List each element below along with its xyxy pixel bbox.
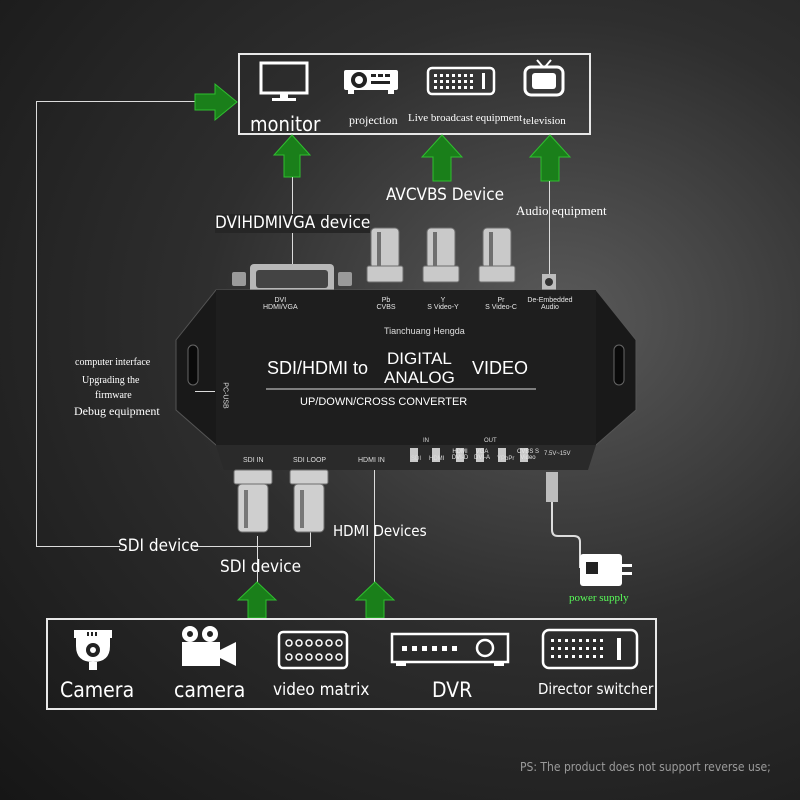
sdi-in-label: SDI IN: [243, 457, 264, 464]
port-pr-sub-text: S Video-C: [485, 304, 517, 312]
port-pb-text: Pb: [381, 297, 391, 304]
port-audio-text: De-Embedded: [527, 297, 573, 304]
arrow-up-hdmi-icon: [354, 581, 396, 619]
dome-camera-icon: [74, 630, 112, 670]
sw-hdmi-label: HDMI: [429, 456, 445, 462]
pc-usb-line: [195, 391, 215, 392]
pc-usb-label: PC-USB: [221, 382, 229, 409]
sw-vga-label: VGA DVI-A: [473, 449, 490, 462]
power-rating-label: 7.5V~15V: [544, 451, 571, 457]
hdmi-devices-label: HDMI Devices: [333, 522, 427, 540]
sw-hdmi-dvid-label: HDMI DVI-D: [451, 449, 469, 462]
video-matrix-label: video matrix: [273, 680, 370, 700]
avcvbs-device-label: AVCVBS Device: [386, 185, 505, 205]
computer-interface-label: computer interface: [75, 357, 151, 368]
hdmi-in-line: [374, 470, 375, 582]
arrow-up-monitor-icon: [272, 134, 312, 178]
sdi-device-left-label: SDI device: [118, 536, 200, 556]
title-mid-bottom: ANALOG: [384, 368, 455, 387]
video-camera-icon: [182, 626, 236, 666]
audio-connector-line: [549, 181, 550, 276]
in-label: IN: [423, 438, 429, 444]
title-mid-top: DIGITAL: [387, 349, 452, 368]
sdi-loop-line-top: [36, 101, 200, 102]
camera2-label: camera: [174, 678, 246, 702]
arrow-up-audio-icon: [528, 134, 572, 182]
title-right: VIDEO: [472, 358, 529, 378]
sdi-device-bottom-label: SDI device: [220, 557, 302, 577]
projector-icon: [344, 70, 398, 94]
port-dvi-sub-text: HDMI/VGA: [263, 304, 298, 312]
director-switcher-label: Director switcher: [538, 680, 654, 698]
audio-equipment-label: Audio equipment: [516, 203, 607, 218]
output-devices-box: [238, 53, 591, 135]
sdi-loop-line-bottom: [36, 546, 120, 547]
video-matrix-icon: [277, 630, 349, 670]
port-pr-text: Pr: [497, 297, 505, 304]
sdi-in-line: [257, 536, 258, 582]
sdi-loop-riser: [310, 528, 311, 547]
dvi-device-label: DVIHDMIVGA device: [215, 213, 371, 233]
power-supply-icon: [546, 472, 632, 586]
port-pb-sub-text: CVBS: [376, 304, 396, 312]
debug-equipment-label: Debug equipment: [74, 404, 160, 418]
converter-body: [175, 289, 637, 470]
dvi-connector: [232, 264, 352, 294]
broadcast-panel-icon: [426, 66, 496, 96]
television-label: television: [523, 115, 566, 127]
arrow-up-sdi-icon: [236, 581, 278, 619]
sdi-loop-line-vertical: [36, 101, 37, 547]
television-icon: [523, 59, 565, 97]
brand-label: Tianchuang Hengda: [384, 326, 465, 336]
monitor-label: monitor: [250, 112, 321, 136]
sw-ypbpr-label: YPbPr: [497, 456, 515, 462]
director-switcher-icon: [541, 628, 639, 670]
dvr-icon: [390, 632, 510, 666]
title-left: SDI/HDMI to: [267, 358, 369, 378]
arrow-right-icon: [194, 82, 238, 122]
ps-note: PS: The product does not support reverse…: [520, 760, 771, 774]
firmware-label: firmware: [95, 390, 132, 401]
port-audio-sub-text: Audio: [541, 304, 559, 312]
power-supply-label: power supply: [569, 592, 629, 604]
port-dvi-text: DVI: [274, 297, 287, 304]
hdmi-in-label: HDMI IN: [358, 457, 385, 464]
live-broadcast-label: Live broadcast equipment: [408, 112, 523, 124]
camera1-label: Camera: [60, 678, 135, 702]
arrow-up-cvbs-icon: [420, 134, 464, 182]
source-devices-box: [46, 618, 657, 710]
bnc-connectors-top: [366, 227, 516, 283]
sdi-loop-label: SDI LOOP: [293, 457, 327, 464]
port-y-text: Y: [440, 297, 446, 304]
monitor-icon: [259, 61, 309, 101]
dvr-label: DVR: [432, 678, 473, 702]
audio-jack: [542, 274, 556, 290]
sw-cvbs-label: CVBS S Video: [516, 449, 539, 462]
subtitle-label: UP/DOWN/CROSS CONVERTER: [300, 396, 468, 408]
port-y-sub-text: S Video-Y: [427, 304, 459, 312]
projection-label: projection: [349, 113, 398, 127]
out-label: OUT: [484, 438, 497, 444]
sdi-loop-line-bottom2: [194, 546, 310, 547]
sw-sdi-label: SDI: [411, 456, 422, 462]
upgrading-label: Upgrading the: [82, 375, 140, 386]
bnc-connectors-bottom: [233, 469, 329, 533]
